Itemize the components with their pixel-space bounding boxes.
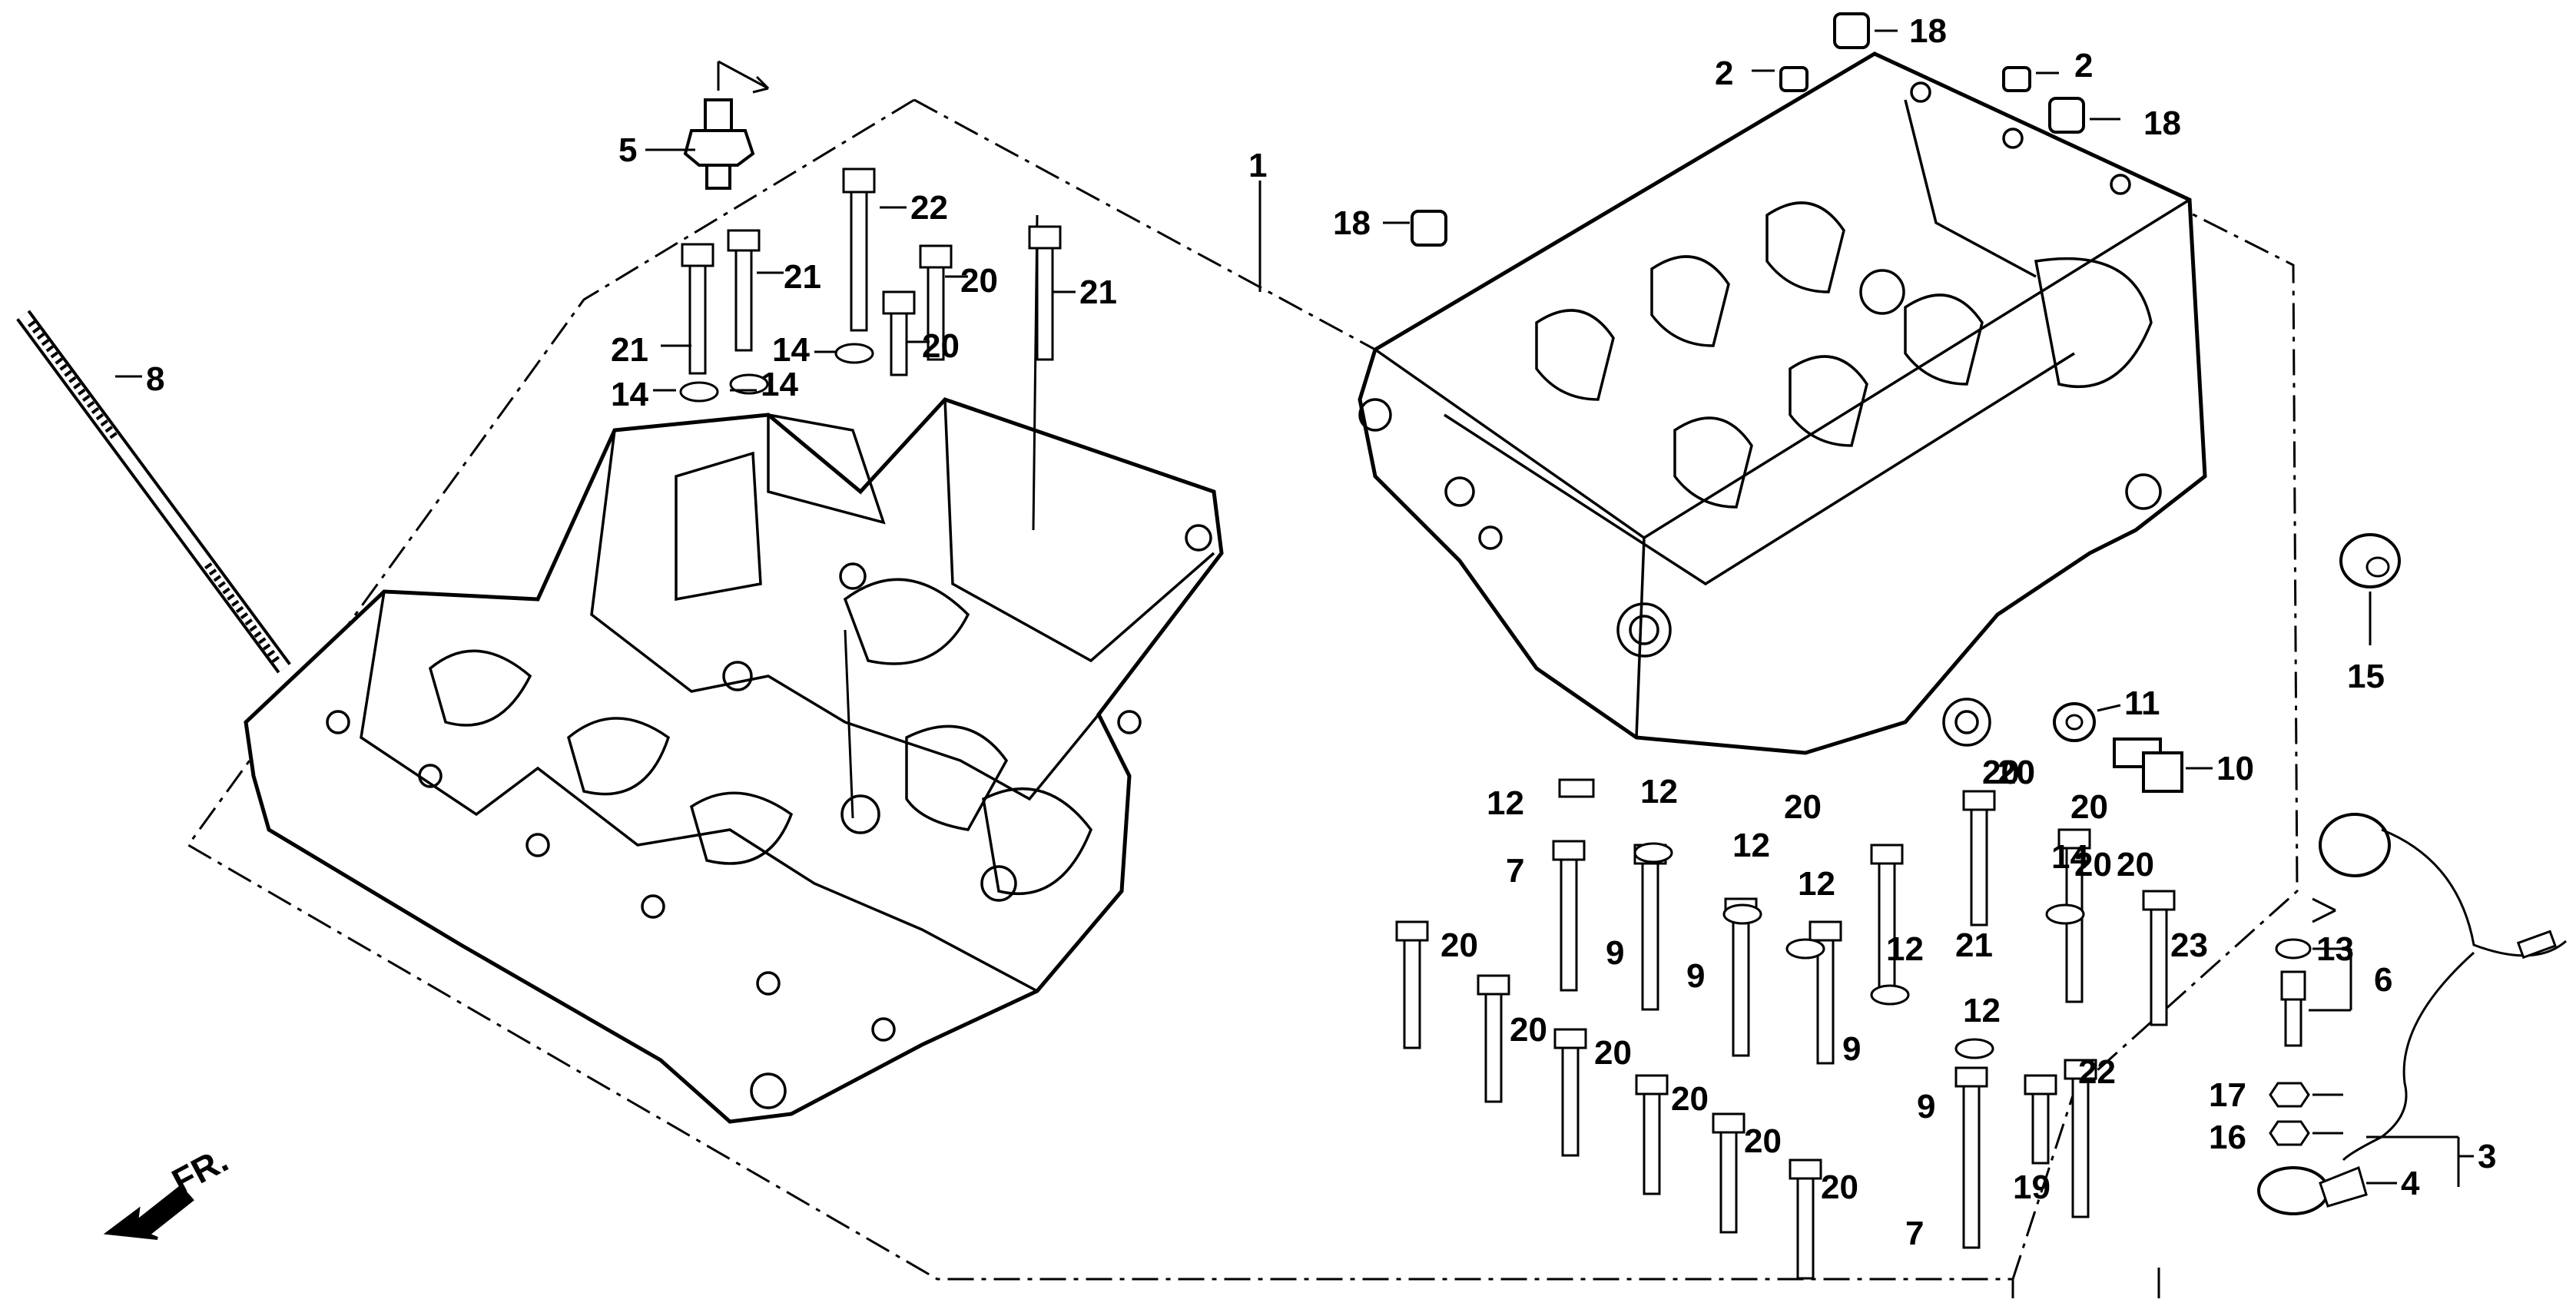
callout-12a: 12: [1487, 784, 1524, 822]
callout-20f: 20: [2117, 846, 2154, 883]
callout-23: 23: [2170, 926, 2208, 964]
callout-1: 1: [1248, 147, 1267, 184]
callout-20c: 20: [1784, 788, 1822, 826]
callout-21b: 21: [611, 331, 648, 369]
callout-18c: 18: [1333, 204, 1371, 242]
dowel-pins: [1411, 12, 2085, 247]
callout-20g: 20: [1441, 926, 1478, 964]
callout-15: 15: [2347, 658, 2385, 695]
callout-5: 5: [618, 131, 637, 169]
callout-22b: 22: [2078, 1053, 2116, 1091]
callout-labels: 1 2 2 3 4 5 6 7 7 8 9 9 9 9 10 11 12 12 …: [146, 12, 2496, 1252]
callout-11: 11: [2124, 684, 2160, 722]
callout-9c: 9: [1842, 1030, 1861, 1068]
callout-4: 4: [2401, 1165, 2420, 1202]
callout-21c: 21: [1079, 273, 1117, 311]
callout-13: 13: [2316, 930, 2354, 968]
callout-21d: 21: [1955, 926, 1993, 964]
plug-and-washer: [2053, 533, 2401, 793]
callout-20j: 20: [1671, 1080, 1709, 1118]
callout-20e: 20: [2070, 788, 2108, 826]
callout-20d: 20: [1982, 754, 2020, 791]
callout-10: 10: [2216, 750, 2254, 787]
callout-12b: 12: [1640, 773, 1678, 810]
upper-crankcase: [1358, 51, 2207, 755]
callout-9d: 9: [1917, 1088, 1935, 1125]
callout-17: 17: [2209, 1076, 2246, 1114]
callout-12e: 12: [1886, 930, 1924, 968]
oil-pressure-switch-5: [683, 60, 770, 190]
callout-12f: 12: [1963, 992, 2001, 1029]
callout-21a: 21: [784, 258, 821, 296]
callout-20h: 20: [1510, 1011, 1547, 1049]
callout-2b: 2: [2074, 47, 2093, 85]
callout-14c: 14: [772, 331, 810, 369]
callout-16: 16: [2209, 1119, 2246, 1156]
callout-14b: 14: [761, 366, 798, 403]
callout-3: 3: [2478, 1138, 2496, 1175]
callout-20m: 20: [1997, 754, 2035, 791]
callout-8: 8: [146, 360, 164, 398]
callout-9a: 9: [1606, 934, 1624, 972]
callout-20o: 20: [1997, 754, 2035, 791]
callout-20n: 20: [2074, 846, 2112, 883]
callout-22a: 22: [910, 189, 948, 227]
callout-18b: 18: [2143, 104, 2181, 142]
callout-20i: 20: [1594, 1034, 1632, 1072]
bolts-lower-top: [679, 167, 1062, 403]
callout-6: 6: [2374, 961, 2392, 999]
stud-bolt-8: [16, 310, 291, 674]
callout-19: 19: [2013, 1168, 2051, 1206]
callout-20b: 20: [922, 327, 960, 365]
callout-20l: 20: [1821, 1168, 1858, 1206]
lower-crankcase: [244, 214, 1224, 1124]
callout-12d: 12: [1798, 865, 1835, 903]
bolts-upper-bottom: [1395, 778, 2176, 1280]
callout-9b: 9: [1686, 957, 1705, 995]
callout-7b: 7: [1905, 1215, 1924, 1252]
callout-12c: 12: [1732, 827, 1770, 864]
leader-lines: [115, 29, 2474, 1187]
callout-20a: 20: [960, 262, 998, 300]
callout-14d: 14: [2051, 838, 2089, 876]
knock-sensor-assembly: [2257, 813, 2567, 1215]
front-direction-arrow: [103, 1185, 194, 1240]
callout-7a: 7: [1506, 852, 1524, 890]
callout-2a: 2: [1715, 55, 1733, 92]
callout-18a: 18: [1909, 12, 1947, 50]
callout-14a: 14: [611, 376, 648, 413]
callout-20k: 20: [1744, 1122, 1782, 1160]
